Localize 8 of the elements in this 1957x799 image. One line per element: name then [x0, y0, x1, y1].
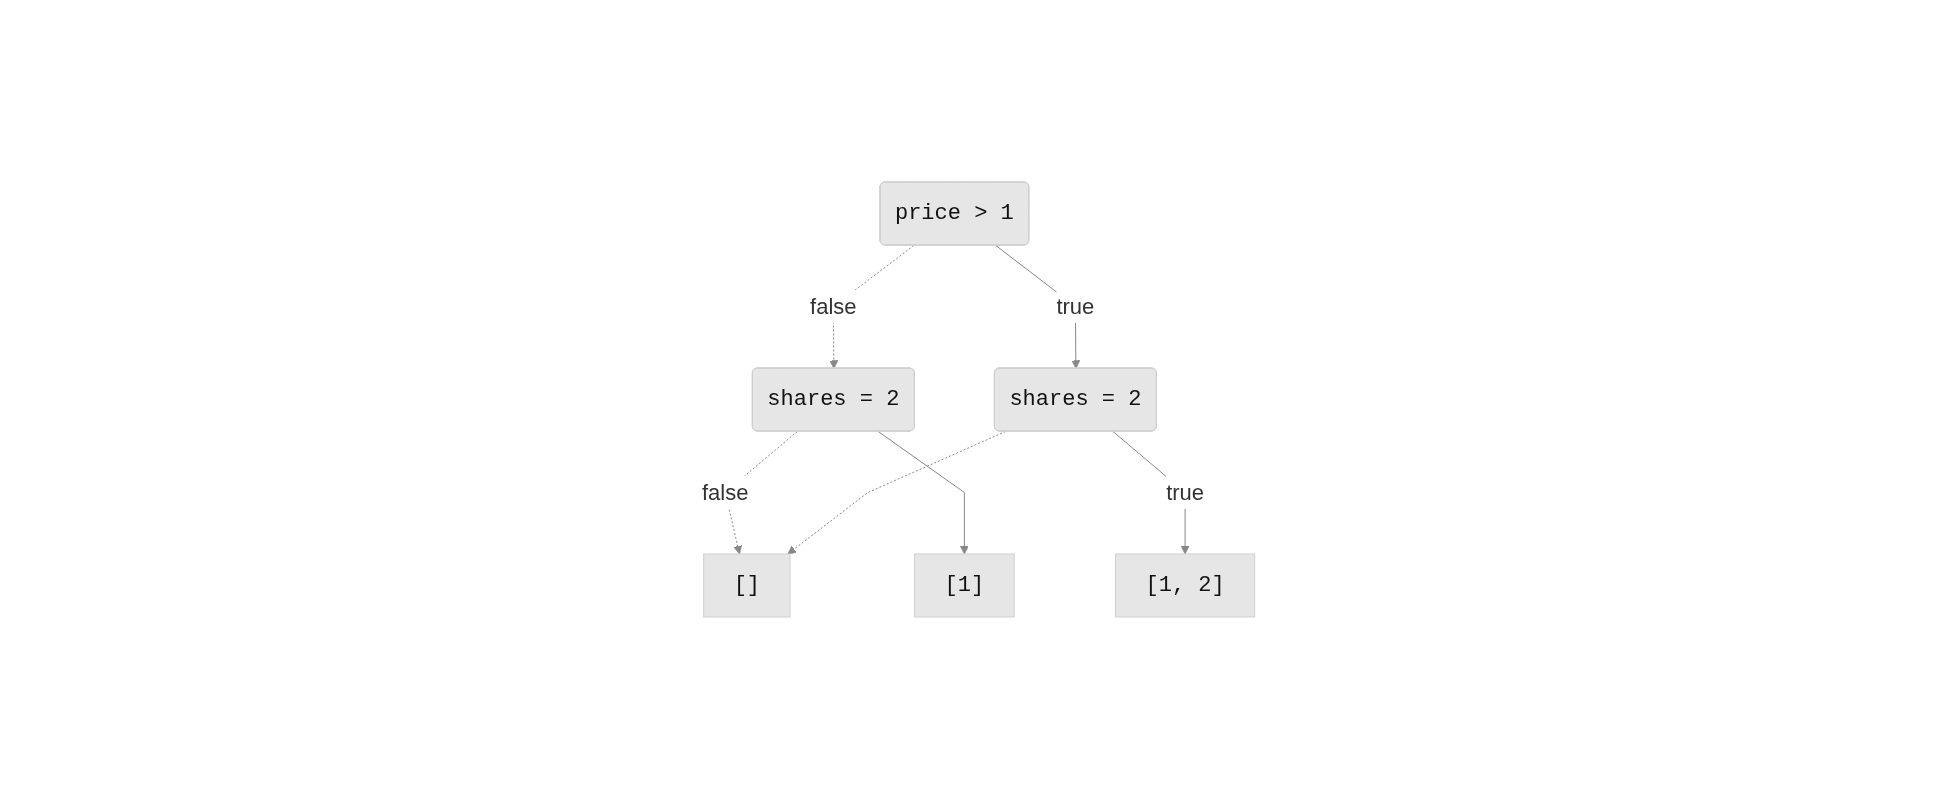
- edge-label: false: [702, 479, 749, 505]
- edge-label: true: [1166, 479, 1205, 505]
- node-box: [1, 2]: [1115, 553, 1256, 618]
- node-box: []: [703, 553, 791, 618]
- edge-label: false: [810, 294, 857, 319]
- arrow: [877, 431, 969, 555]
- edge-label: true: [1056, 294, 1095, 319]
- node-box: [1]: [914, 553, 1015, 618]
